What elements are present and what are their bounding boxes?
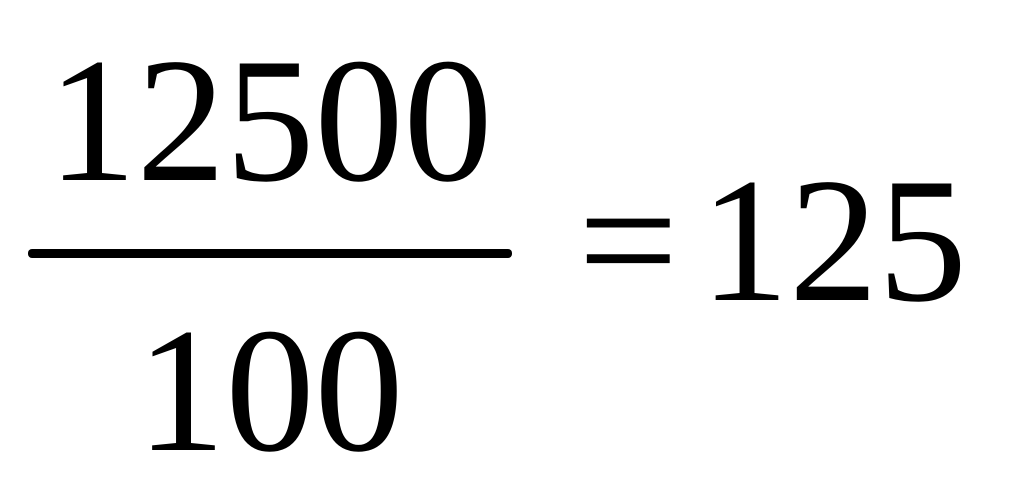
- fraction-bar: [28, 249, 512, 258]
- result-value: 125: [700, 141, 967, 339]
- equals-sign: =: [578, 141, 679, 339]
- fraction-denominator: 100: [136, 291, 404, 489]
- fraction-numerator: 12500: [47, 21, 493, 219]
